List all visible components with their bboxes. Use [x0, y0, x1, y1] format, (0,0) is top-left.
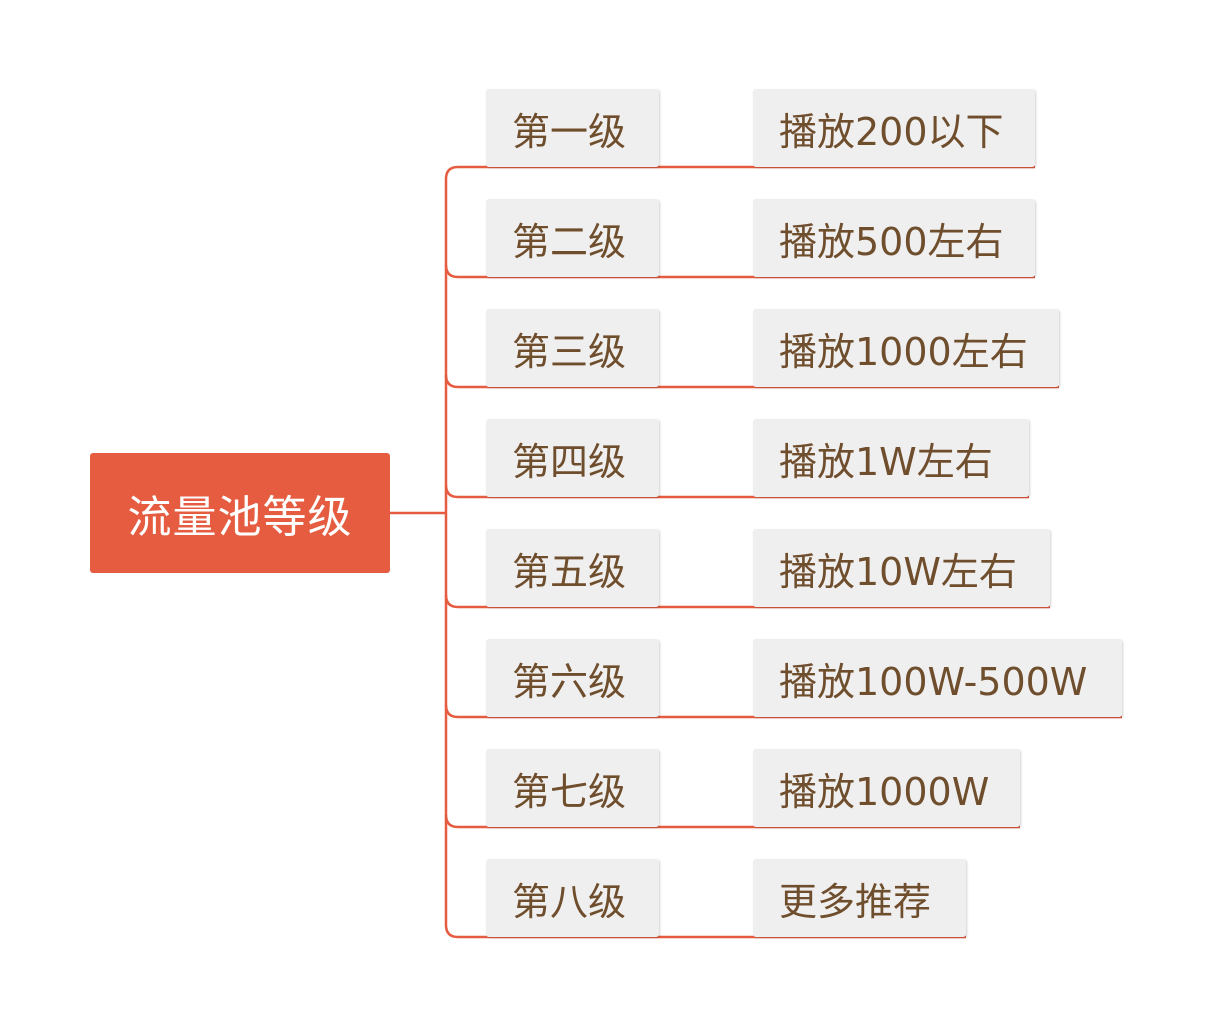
detail-node-1[interactable]: 播放200以下 — [753, 89, 1035, 167]
branch-connector-5 — [444, 594, 486, 609]
branch-connector-2 — [444, 264, 486, 279]
level-node-7[interactable]: 第七级 — [486, 749, 659, 827]
level-node-3[interactable]: 第三级 — [486, 309, 659, 387]
detail-node-8[interactable]: 更多推荐 — [753, 859, 966, 937]
level-node-1[interactable]: 第一级 — [486, 89, 659, 167]
branch-connector-8 — [444, 924, 486, 939]
level-node-8[interactable]: 第八级 — [486, 859, 659, 937]
branch-connector-7 — [444, 814, 486, 829]
detail-node-6[interactable]: 播放100W-500W — [753, 639, 1122, 717]
detail-node-5[interactable]: 播放10W左右 — [753, 529, 1050, 607]
branch-connector-6 — [444, 704, 486, 719]
level-node-5[interactable]: 第五级 — [486, 529, 659, 607]
level-node-6[interactable]: 第六级 — [486, 639, 659, 717]
root-topic[interactable]: 流量池等级 — [90, 453, 390, 573]
detail-node-4[interactable]: 播放1W左右 — [753, 419, 1029, 497]
level-node-2[interactable]: 第二级 — [486, 199, 659, 277]
detail-node-3[interactable]: 播放1000左右 — [753, 309, 1059, 387]
branch-connector-4 — [444, 484, 486, 499]
detail-node-7[interactable]: 播放1000W — [753, 749, 1020, 827]
branch-connector-1 — [444, 165, 486, 180]
branch-connector-3 — [444, 374, 486, 389]
detail-node-2[interactable]: 播放500左右 — [753, 199, 1035, 277]
level-node-4[interactable]: 第四级 — [486, 419, 659, 497]
